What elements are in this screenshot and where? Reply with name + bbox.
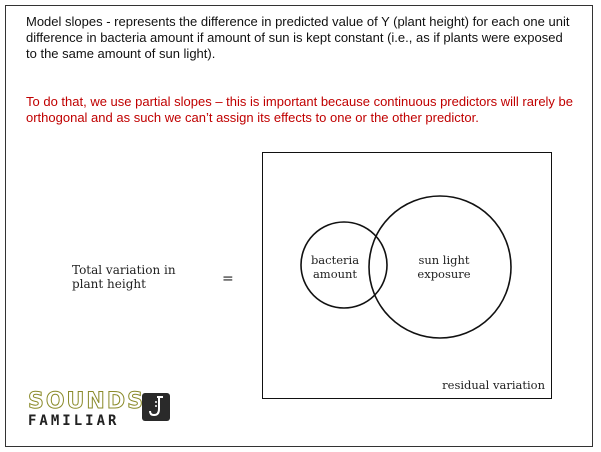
total-variation-label: Total variation in plant height [72,263,202,291]
slide [5,5,593,447]
definition-paragraph: Model slopes - represents the difference… [26,14,570,61]
residual-variation-label: residual variation [442,378,545,392]
bacteria-circle [300,221,388,309]
total-variation-line2: plant height [72,277,146,291]
saxophone-icon [142,393,170,421]
bacteria-label-line2: amount [312,267,358,281]
logo-top-text: SOUNDS [28,389,145,415]
sunlight-label: sun light exposure [404,253,484,281]
sounds-familiar-logo: SOUNDS FAMILIAR [28,389,198,437]
sunlight-label-line2: exposure [417,267,471,281]
bacteria-label-line1: bacteria [310,253,360,267]
sunlight-circle [368,195,512,339]
bacteria-label: bacteria amount [300,253,370,281]
sunlight-label-line1: sun light [418,253,470,267]
residual-variation-box [262,152,552,399]
equals-sign: = [222,271,234,287]
logo-bottom-text: FAMILIAR [28,413,120,429]
total-variation-line1: Total variation in [72,263,176,277]
partial-slopes-paragraph: To do that, we use partial slopes – this… [26,94,574,125]
